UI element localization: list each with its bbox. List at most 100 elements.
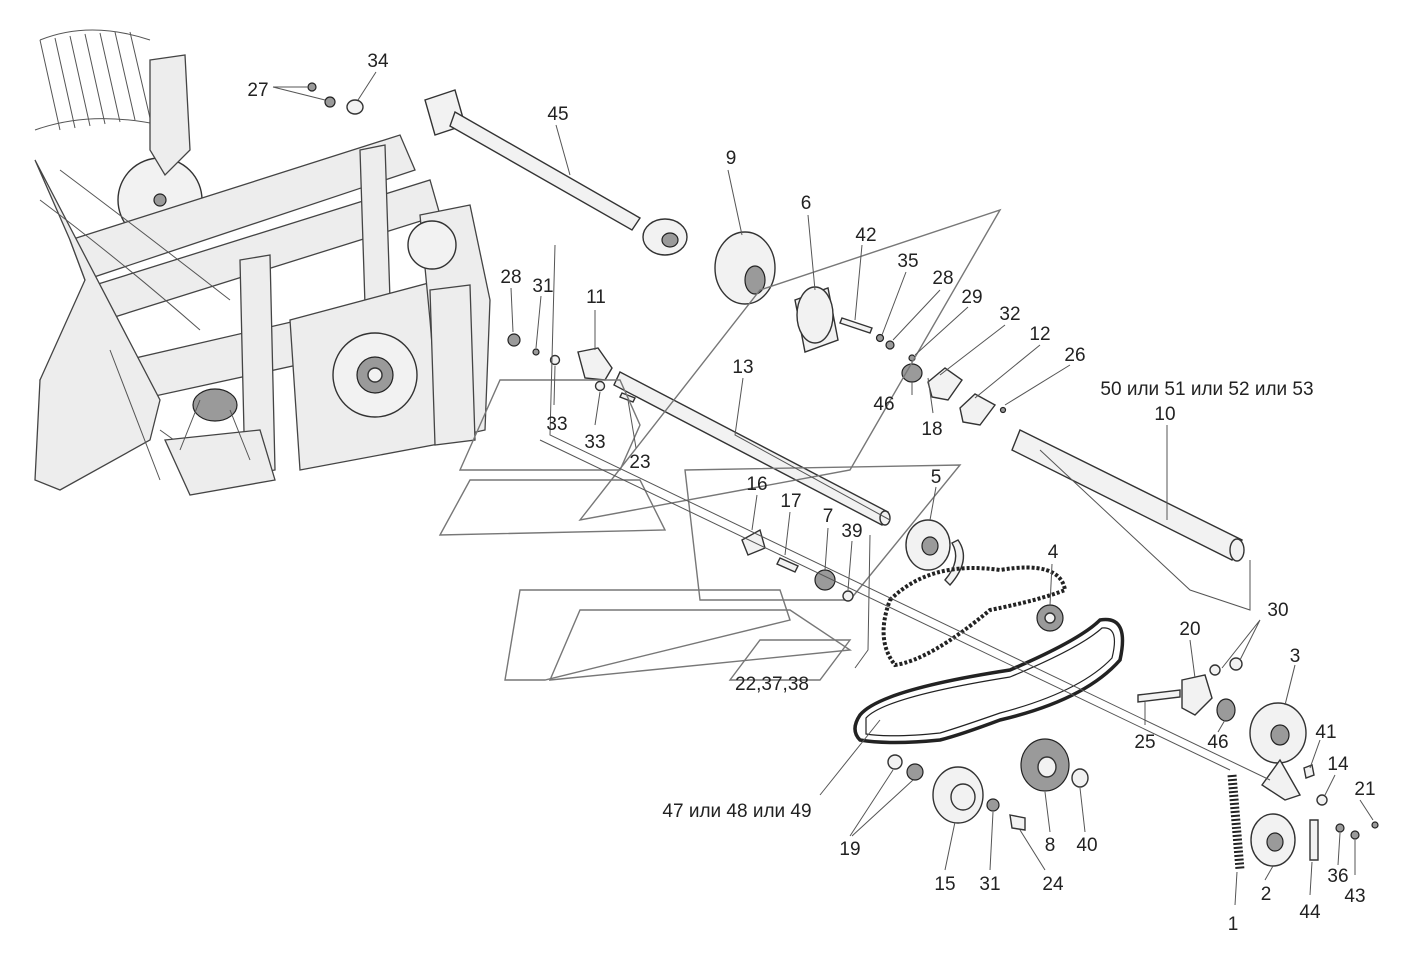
- bolt-21: [1371, 821, 1379, 829]
- callout-2: 2: [1261, 884, 1272, 905]
- upper-pulley: [407, 220, 457, 270]
- drive-shaft-45: [424, 89, 688, 256]
- callout-8: 8: [1045, 835, 1056, 856]
- ring-39: [842, 590, 854, 602]
- callout-50-51-52-53: 50 или 51 или 52 или 53: [1100, 379, 1313, 400]
- nut-27-b: [324, 96, 336, 108]
- callout-31-lower: 31: [979, 874, 1000, 895]
- gearbox-linkage: [179, 399, 251, 461]
- fitting-41: [1303, 764, 1315, 779]
- callout-19: 19: [839, 839, 860, 860]
- shaft-10-end: [1229, 538, 1245, 562]
- pulley-3-hub: [1270, 724, 1290, 746]
- tension-arm: [1261, 758, 1302, 801]
- washer-36: [1335, 823, 1345, 833]
- bearing-46-lower: [1216, 698, 1236, 722]
- sprocket-center: [367, 367, 383, 383]
- reel-arm: [149, 54, 191, 177]
- callout-40: 40: [1076, 835, 1097, 856]
- callout-4: 4: [1048, 542, 1059, 563]
- callout-23: 23: [629, 452, 650, 473]
- post-left: [239, 254, 276, 476]
- callout-12: 12: [1029, 324, 1050, 345]
- callout-34: 34: [367, 51, 389, 72]
- callout-7: 7: [823, 506, 834, 527]
- callout-15: 15: [934, 874, 955, 895]
- callout-33-left: 33: [546, 414, 567, 435]
- callout-24: 24: [1042, 874, 1064, 895]
- bolt-24: [1009, 814, 1026, 831]
- callout-44: 44: [1299, 902, 1321, 923]
- clutch-ring-face: [796, 286, 834, 344]
- callout-1: 1: [1228, 914, 1239, 935]
- callout-16: 16: [746, 474, 767, 495]
- nut-31-lower: [986, 798, 1000, 812]
- clutch-bore: [744, 265, 766, 295]
- pulley-8-hub: [1037, 756, 1057, 778]
- v-belt-inner: [865, 627, 1115, 737]
- clutch-housing-9: [714, 231, 776, 305]
- frame-struts: [39, 169, 271, 481]
- reel-hub: [153, 193, 167, 207]
- side-panel: [34, 159, 161, 491]
- callout-17: 17: [780, 491, 801, 512]
- nut-35: [875, 333, 885, 343]
- shaft-10-body: [1011, 429, 1243, 561]
- flange-12: [959, 393, 997, 426]
- pin-17: [776, 557, 799, 573]
- callout-14: 14: [1327, 754, 1349, 775]
- washer-14: [1316, 794, 1328, 806]
- callout-39: 39: [841, 521, 862, 542]
- washer-30-a: [1209, 664, 1221, 676]
- plate-11: [577, 347, 613, 381]
- callout-25: 25: [1134, 732, 1155, 753]
- callout-6: 6: [801, 193, 812, 214]
- shaft-tube: [449, 110, 641, 231]
- ring-40: [1071, 768, 1089, 788]
- washer-34: [346, 99, 364, 115]
- shaft-13-end: [879, 510, 891, 526]
- callout-29: 29: [961, 287, 982, 308]
- callout-9: 9: [726, 148, 737, 169]
- callout-5: 5: [931, 467, 942, 488]
- yoke-cross: [661, 232, 679, 248]
- tensioner-frame-outlines: [438, 208, 1002, 681]
- callout-35: 35: [897, 251, 918, 272]
- spring-1: [1227, 774, 1245, 871]
- callout-3: 3: [1290, 646, 1301, 667]
- callout-36: 36: [1327, 866, 1348, 887]
- header-frame-assembly: [34, 29, 491, 496]
- callout-43: 43: [1344, 886, 1365, 907]
- callout-27: 27: [247, 80, 268, 101]
- callout-28-right: 28: [932, 268, 953, 289]
- arm-20: [1181, 674, 1213, 716]
- callout-30: 30: [1267, 600, 1288, 621]
- nut-27-a: [307, 82, 317, 92]
- callout-11: 11: [586, 287, 606, 308]
- callout-26: 26: [1064, 345, 1085, 366]
- callout-20: 20: [1179, 619, 1200, 640]
- flange-18: [927, 367, 963, 401]
- reel-tines: [34, 29, 161, 131]
- spacer-44: [1309, 819, 1319, 861]
- vertical-support: [429, 284, 476, 446]
- gearbox: [164, 429, 276, 496]
- pin-42: [839, 317, 873, 334]
- v-belt: [853, 617, 1125, 745]
- callout-32: 32: [999, 304, 1020, 325]
- roller-chain: [881, 565, 1068, 668]
- callout-33-right: 33: [584, 432, 605, 453]
- callout-45: 45: [547, 104, 568, 125]
- guard-segment: [944, 539, 965, 587]
- callout-13: 13: [732, 357, 753, 378]
- nut-28-left: [507, 333, 521, 347]
- washer-19-a: [887, 754, 903, 770]
- washer-33-right: [594, 380, 606, 392]
- callout-28-left: 28: [500, 267, 521, 288]
- callout-46-upper: 46: [873, 394, 894, 415]
- callout-47-48-49: 47 или 48 или 49: [662, 801, 811, 822]
- pulley-5-hub: [921, 536, 939, 556]
- callout-46-lower: 46: [1207, 732, 1228, 753]
